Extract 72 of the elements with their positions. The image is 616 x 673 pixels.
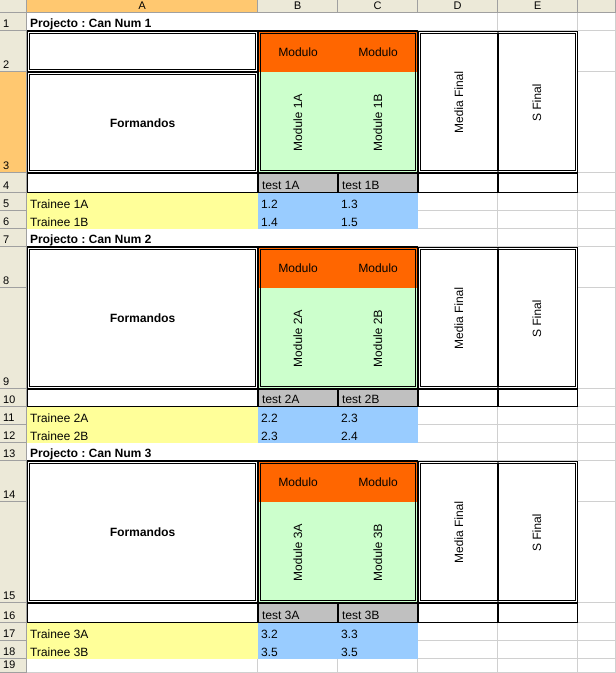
- section-title: Projecto : Can Num 3: [27, 443, 418, 461]
- row-header: 14: [0, 461, 27, 502]
- table-cell: test 3A: [258, 603, 338, 623]
- table-cell: 2.2: [258, 407, 338, 425]
- table-header-cell: Module 2B: [338, 288, 418, 389]
- table-cell: Trainee 1B: [27, 211, 258, 229]
- table-cell: test 3B: [338, 603, 418, 623]
- row-header: 8: [0, 247, 27, 288]
- table-header-cell: Modulo: [338, 247, 418, 288]
- row-header: 1: [0, 13, 27, 31]
- table-cell: Trainee 2B: [27, 425, 258, 443]
- column-header: C: [338, 0, 418, 13]
- column-header: E: [498, 0, 578, 13]
- table-cell: test 1A: [258, 173, 338, 193]
- column-header: D: [418, 0, 498, 13]
- table-cell: 1.2: [258, 193, 338, 211]
- table-header-cell: Media Final: [418, 31, 498, 173]
- section-title: Projecto : Can Num 1: [27, 13, 418, 31]
- table-cell: 2.4: [338, 425, 418, 443]
- row-header: 9: [0, 288, 27, 389]
- table-cell: 2.3: [258, 425, 338, 443]
- column-header: B: [258, 0, 338, 13]
- table-cell: 3.5: [338, 641, 418, 659]
- table-header-cell: Module 3A: [258, 502, 338, 603]
- row-header: 6: [0, 211, 27, 229]
- column-header: A: [27, 0, 258, 13]
- table-cell: Trainee 1A: [27, 193, 258, 211]
- row-header: 15: [0, 502, 27, 603]
- table-header-cell: Media Final: [418, 461, 498, 603]
- table-cell: 1.5: [338, 211, 418, 229]
- row-header: 16: [0, 603, 27, 623]
- table-cell: 3.5: [258, 641, 338, 659]
- row-header: 7: [0, 229, 27, 247]
- row-header: 11: [0, 407, 27, 425]
- row-header: 5: [0, 193, 27, 211]
- table-cell: 3.3: [338, 623, 418, 641]
- row-header: 13: [0, 443, 27, 461]
- table-header-cell: Module 2A: [258, 288, 338, 389]
- row-header: 18: [0, 641, 27, 659]
- table-header-cell: Formandos: [27, 247, 258, 389]
- row-header: 2: [0, 31, 27, 72]
- table-cell: 3.2: [258, 623, 338, 641]
- table-header-cell: Modulo: [258, 247, 338, 288]
- table-header-cell: Media Final: [418, 247, 498, 389]
- table-cell: Trainee 3B: [27, 641, 258, 659]
- row-header: 4: [0, 173, 27, 193]
- table-cell: Trainee 2A: [27, 407, 258, 425]
- table-cell: 1.4: [258, 211, 338, 229]
- row-header: 10: [0, 389, 27, 407]
- table-cell: 1.3: [338, 193, 418, 211]
- row-header: 12: [0, 425, 27, 443]
- table-cell: 2.3: [338, 407, 418, 425]
- table-header-cell: Modulo: [258, 461, 338, 502]
- row-header: 19: [0, 659, 27, 673]
- table-header-cell: Modulo: [258, 31, 338, 72]
- table-header-cell: Module 3B: [338, 502, 418, 603]
- table-cell: test 1B: [338, 173, 418, 193]
- table-header-cell: S Final: [498, 461, 578, 603]
- table-header-cell: S Final: [498, 247, 578, 389]
- row-header: 17: [0, 623, 27, 641]
- table-header-cell: Modulo: [338, 461, 418, 502]
- table-cell: test 2A: [258, 389, 338, 407]
- section-title: Projecto : Can Num 2: [27, 229, 418, 247]
- table-header-cell: Modulo: [338, 31, 418, 72]
- table-header-cell: Module 1A: [258, 72, 338, 173]
- table-cell: test 2B: [338, 389, 418, 407]
- row-header: 3: [0, 72, 27, 173]
- table-header-cell: Module 1B: [338, 72, 418, 173]
- table-header-cell: Formandos: [27, 461, 258, 603]
- table-header-cell: Formandos: [27, 72, 258, 173]
- table-cell: Trainee 3A: [27, 623, 258, 641]
- table-header-cell: S Final: [498, 31, 578, 173]
